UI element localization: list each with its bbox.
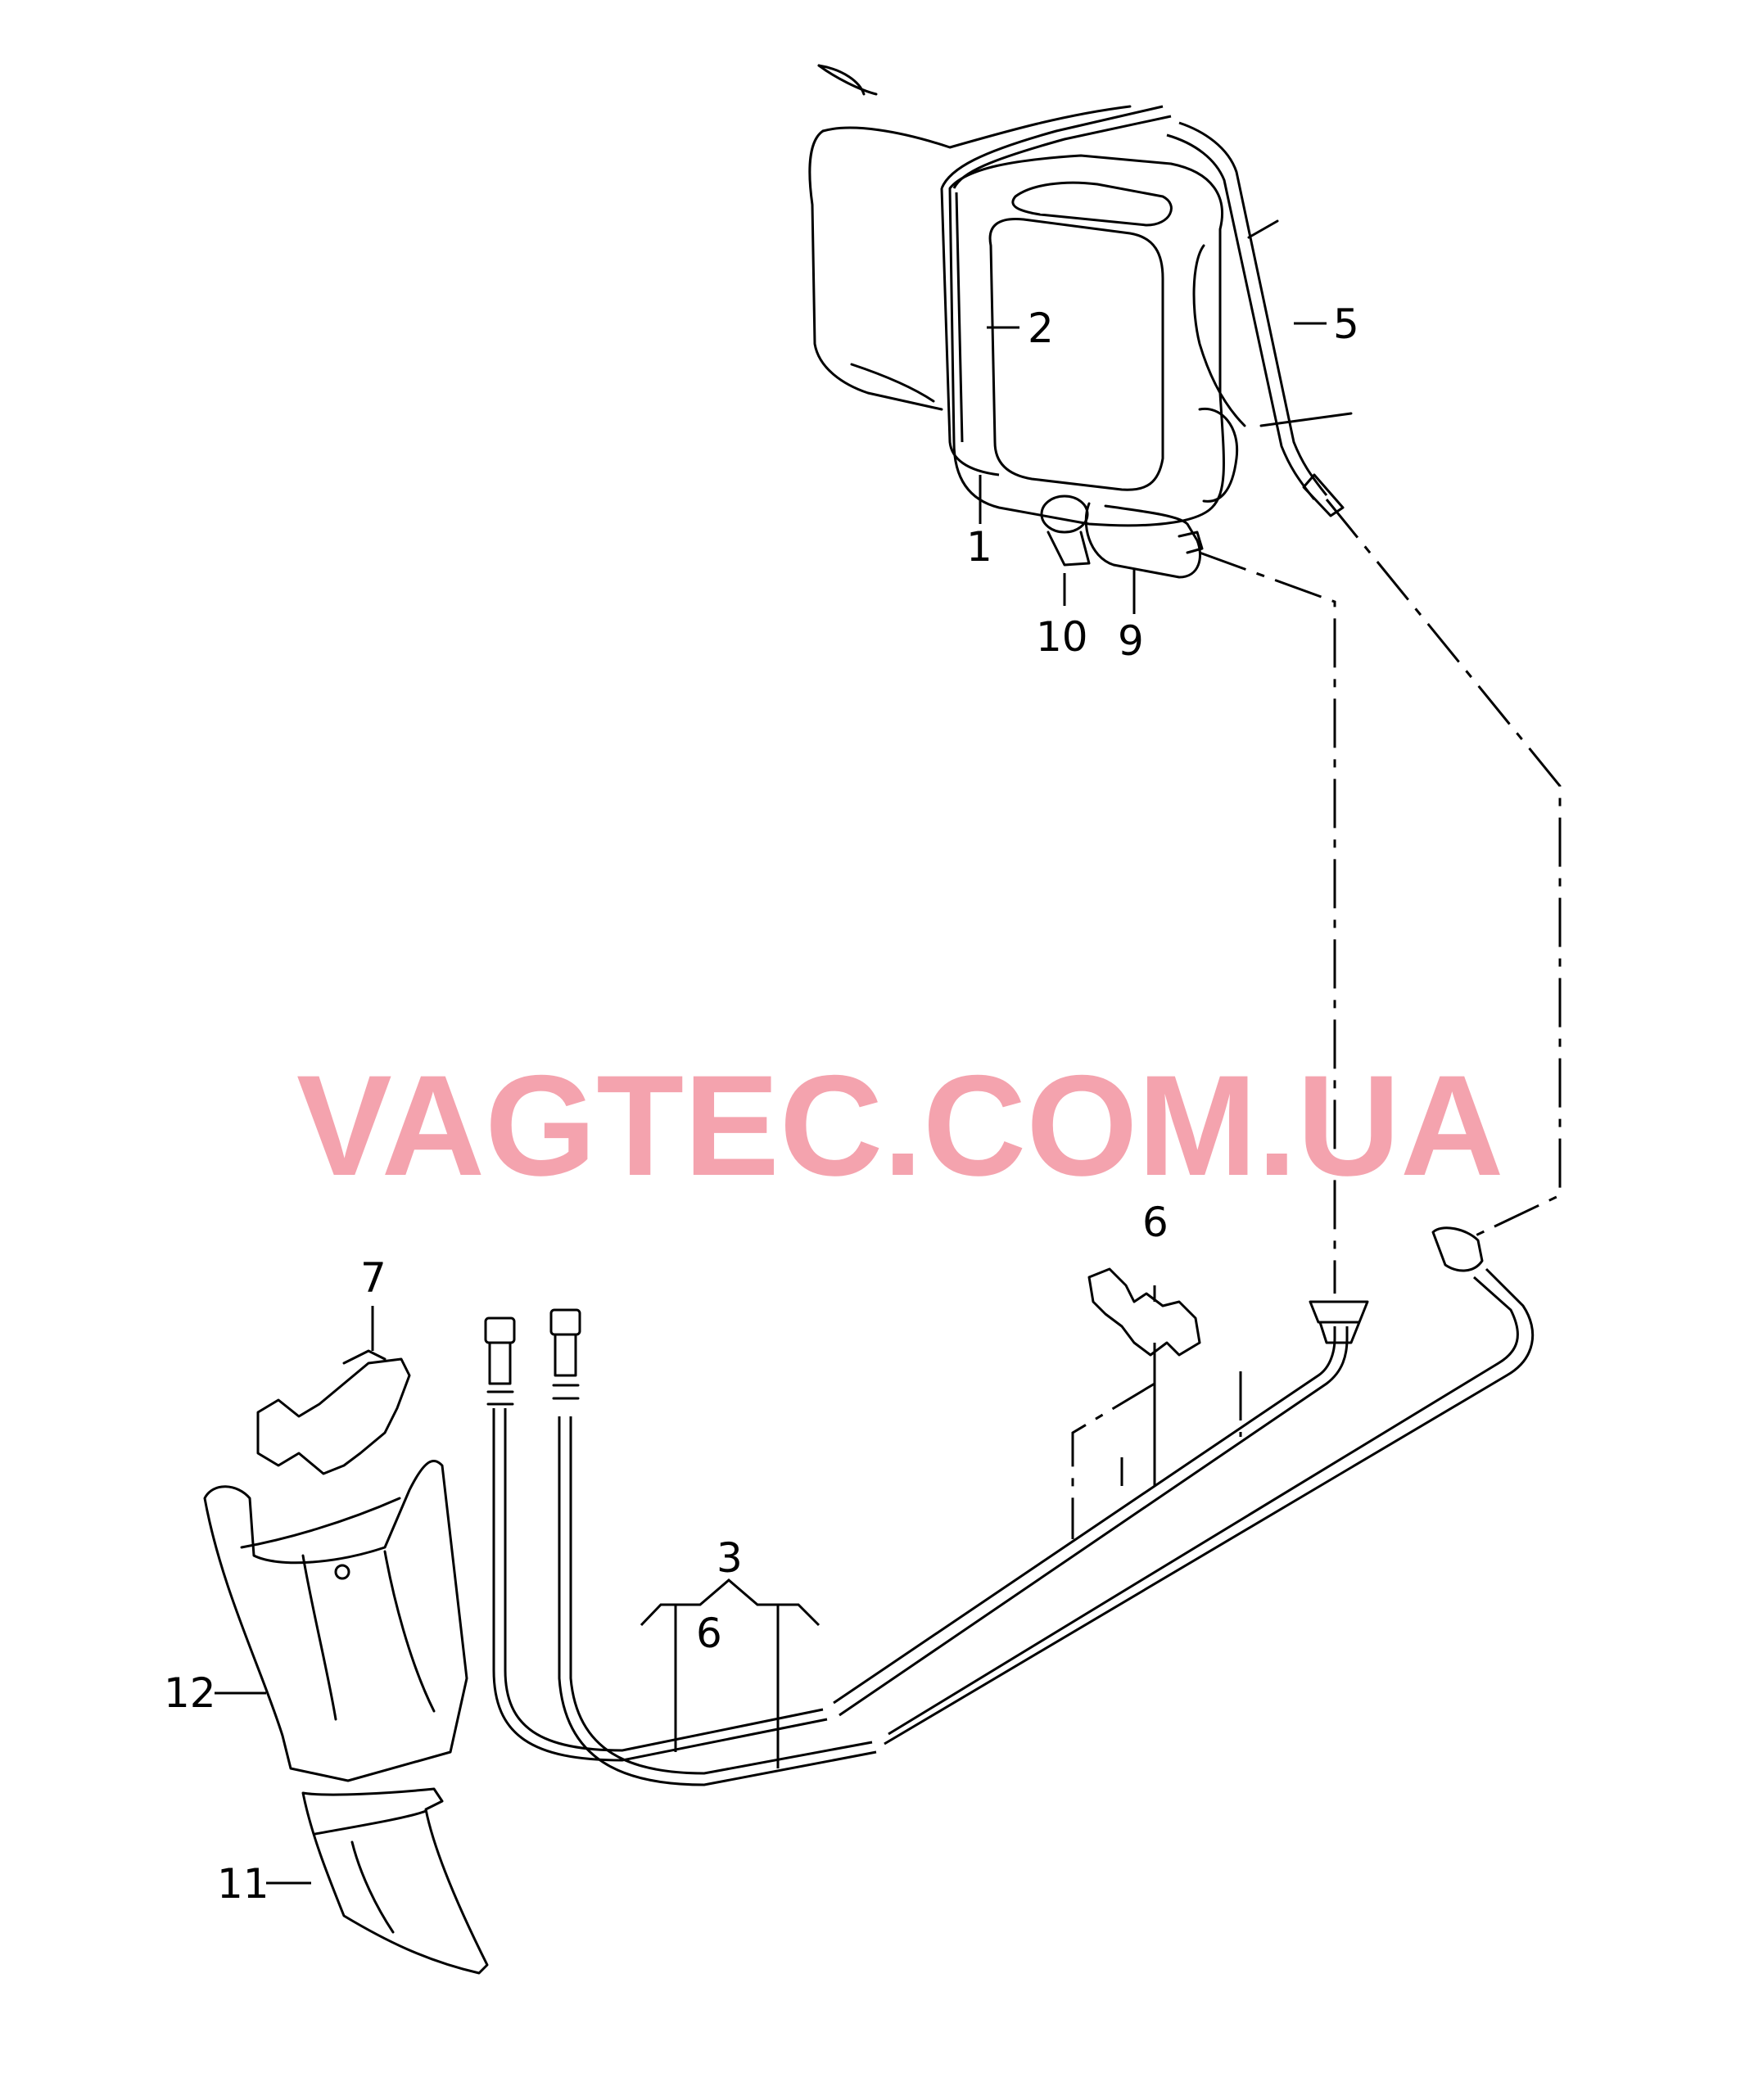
callout-10: 10 [1036,613,1088,661]
hose-lines [484,1226,1535,1786]
watermark-text: VAGTEC.COM.UA [296,1046,1504,1206]
callout-11: 11 [217,1860,269,1908]
body-panel [808,64,943,411]
callout-6-upper: 6 [1142,1199,1169,1246]
hose-5 [1166,121,1328,500]
washer-reservoir [948,154,1225,527]
callout-9: 9 [1118,617,1144,665]
callout-12: 12 [164,1669,216,1717]
clip-6 [1087,1267,1201,1357]
callout-3: 3 [717,1534,743,1582]
connector-left [1309,1300,1369,1344]
callout-1: 1 [966,523,992,571]
washer-pump [1084,502,1201,579]
reservoir-pipe-2 [940,105,1172,189]
cover-11 [301,1787,489,1975]
callout-labels: 1 2 3 5 6 6 7 9 10 11 12 [164,300,1359,1908]
leader-lines [215,322,1327,1885]
cover-12 [203,1459,468,1782]
connector-lines [1071,499,1562,1539]
callout-2: 2 [1028,305,1054,352]
callout-7: 7 [360,1254,387,1302]
callout-6-lower: 6 [696,1610,722,1657]
reservoir-assembly [808,64,1353,579]
hose-3b [558,1416,877,1786]
bracket-7 [256,1349,411,1475]
callout-5: 5 [1333,300,1359,348]
connector-right [1431,1226,1484,1272]
